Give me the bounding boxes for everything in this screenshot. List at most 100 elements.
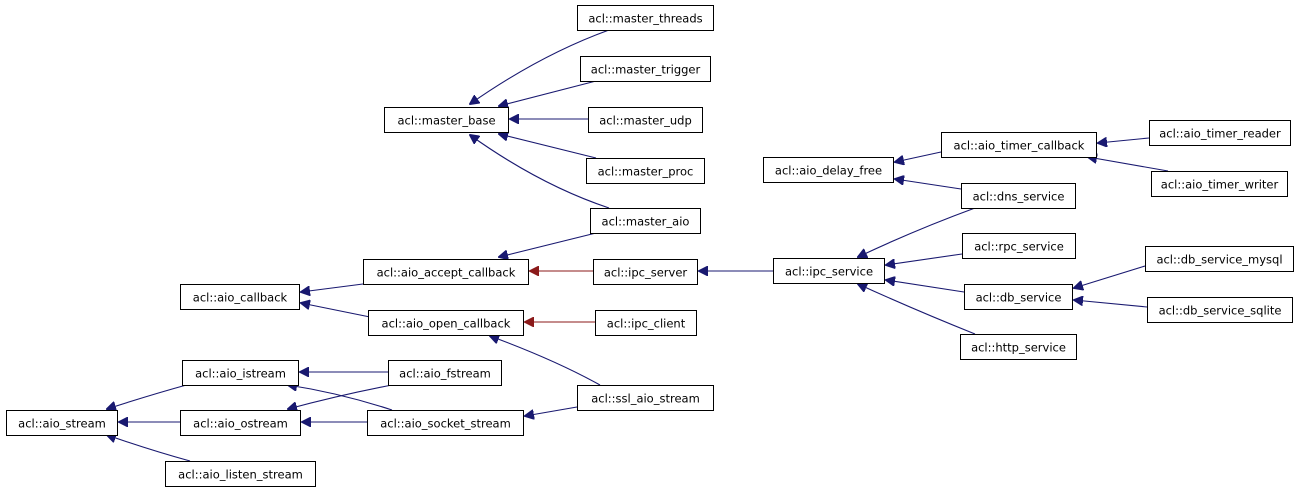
node-aio-delay-free[interactable]: acl::aio_delay_free — [763, 157, 894, 183]
node-aio-open-callback[interactable]: acl::aio_open_callback — [368, 310, 524, 336]
node-label: acl::aio_timer_callback — [954, 139, 1085, 153]
node-label: acl::aio_istream — [195, 367, 286, 381]
node-label: acl::ipc_service — [785, 265, 873, 279]
node-label: acl::db_service — [976, 291, 1062, 305]
edge-aio-timer-reader-to-aio-timer-callback — [1098, 138, 1150, 143]
node-box — [590, 208, 701, 234]
node-label: acl::aio_socket_stream — [380, 417, 511, 431]
node-rpc-service[interactable]: acl::rpc_service — [962, 233, 1076, 259]
node-box — [586, 158, 705, 184]
node-label: acl::http_service — [971, 341, 1066, 355]
edge-aio-istream-to-aio-stream — [107, 383, 191, 409]
node-label: acl::aio_fstream — [399, 367, 491, 381]
node-master-proc[interactable]: acl::master_proc — [586, 158, 705, 184]
node-aio-istream[interactable]: acl::aio_istream — [182, 360, 299, 386]
node-aio-stream[interactable]: acl::aio_stream — [6, 410, 118, 436]
node-aio-ostream[interactable]: acl::aio_ostream — [180, 410, 301, 436]
node-master-udp[interactable]: acl::master_udp — [588, 107, 703, 133]
node-master-trigger[interactable]: acl::master_trigger — [580, 56, 711, 82]
edge-http-service-to-ipc-service — [858, 284, 976, 335]
node-ssl-aio-stream[interactable]: acl::ssl_aio_stream — [577, 385, 714, 411]
edge-ssl-aio-stream-to-aio-open-callback — [490, 336, 601, 386]
node-label: acl::aio_callback — [193, 291, 288, 305]
node-master-base[interactable]: acl::master_base — [384, 107, 509, 133]
node-ipc-service[interactable]: acl::ipc_service — [773, 258, 885, 284]
node-box — [367, 410, 524, 436]
node-box — [1145, 246, 1294, 272]
node-label: acl::aio_timer_writer — [1161, 178, 1279, 192]
edge-aio-accept-callback-to-aio-callback — [301, 283, 364, 292]
edge-aio-socket-stream-to-aio-istream — [288, 385, 393, 411]
edge-rpc-service-to-ipc-service — [886, 253, 963, 265]
node-label: acl::master_base — [397, 114, 495, 128]
edge-aio-listen-stream-to-aio-stream — [107, 435, 191, 462]
node-label: acl::aio_accept_callback — [377, 266, 516, 280]
node-aio-timer-reader[interactable]: acl::aio_timer_reader — [1149, 120, 1291, 146]
node-aio-fstream[interactable]: acl::aio_fstream — [388, 360, 502, 386]
node-box — [763, 157, 894, 183]
node-db-service-mysql[interactable]: acl::db_service_mysql — [1145, 246, 1294, 272]
edge-master-trigger-to-master-base — [499, 80, 597, 106]
node-dns-service[interactable]: acl::dns_service — [961, 183, 1076, 209]
nodes-layer: acl::master_threadsacl::master_triggerac… — [6, 5, 1294, 487]
node-master-threads[interactable]: acl::master_threads — [577, 5, 714, 31]
node-label: acl::master_udp — [599, 114, 692, 128]
node-label: acl::aio_ostream — [193, 417, 288, 431]
node-ipc-client[interactable]: acl::ipc_client — [595, 310, 697, 336]
edge-db-service-to-ipc-service — [886, 280, 965, 293]
node-box — [577, 5, 714, 31]
node-box — [961, 183, 1076, 209]
edge-aio-timer-writer-to-aio-timer-callback — [1088, 157, 1169, 172]
node-box — [941, 132, 1097, 158]
node-http-service[interactable]: acl::http_service — [960, 334, 1077, 360]
edges-layer — [107, 29, 1169, 462]
node-label: acl::db_service_sqlite — [1159, 304, 1282, 318]
edge-db-service-mysql-to-db-service — [1074, 265, 1146, 288]
node-box — [962, 233, 1076, 259]
node-label: acl::aio_stream — [18, 417, 106, 431]
node-aio-accept-callback[interactable]: acl::aio_accept_callback — [363, 259, 529, 285]
node-label: acl::ssl_aio_stream — [591, 392, 700, 406]
node-box — [577, 385, 714, 411]
edge-aio-timer-callback-to-aio-delay-free — [895, 151, 942, 162]
node-label: acl::ipc_server — [604, 266, 688, 280]
node-box — [180, 410, 301, 436]
node-aio-timer-callback[interactable]: acl::aio_timer_callback — [941, 132, 1097, 158]
node-label: acl::aio_delay_free — [775, 164, 882, 178]
node-box — [1149, 120, 1291, 146]
node-box — [388, 360, 502, 386]
node-box — [960, 334, 1077, 360]
node-master-aio[interactable]: acl::master_aio — [590, 208, 701, 234]
node-box — [180, 284, 300, 310]
node-box — [1151, 171, 1288, 197]
edge-master-aio-to-aio-accept-callback — [499, 232, 597, 257]
node-box — [165, 461, 316, 487]
node-aio-callback[interactable]: acl::aio_callback — [180, 284, 300, 310]
node-label: acl::master_trigger — [591, 63, 701, 77]
node-ipc-server[interactable]: acl::ipc_server — [593, 259, 698, 285]
edge-aio-open-callback-to-aio-callback — [301, 303, 371, 318]
node-aio-listen-stream[interactable]: acl::aio_listen_stream — [165, 461, 316, 487]
node-db-service[interactable]: acl::db_service — [964, 284, 1073, 310]
node-label: acl::master_aio — [602, 215, 690, 229]
node-box — [773, 258, 885, 284]
node-box — [182, 360, 299, 386]
node-aio-socket-stream[interactable]: acl::aio_socket_stream — [367, 410, 524, 436]
edge-dns-service-to-aio-delay-free — [895, 179, 962, 190]
edge-master-aio-to-master-base — [470, 135, 610, 209]
node-box — [593, 259, 698, 285]
node-box — [384, 107, 509, 133]
node-box — [964, 284, 1073, 310]
node-db-service-sqlite[interactable]: acl::db_service_sqlite — [1147, 297, 1293, 323]
edge-master-proc-to-master-base — [499, 134, 597, 159]
node-label: acl::master_proc — [598, 165, 694, 179]
edge-aio-fstream-to-aio-ostream — [288, 384, 393, 409]
edge-dns-service-to-ipc-service — [858, 207, 976, 257]
node-aio-timer-writer[interactable]: acl::aio_timer_writer — [1151, 171, 1288, 197]
edge-ssl-aio-stream-to-aio-socket-stream — [525, 406, 578, 416]
edge-master-threads-to-master-base — [470, 29, 610, 104]
node-label: acl::aio_timer_reader — [1159, 127, 1281, 141]
node-label: acl::db_service_mysql — [1156, 253, 1282, 267]
node-label: acl::aio_listen_stream — [178, 468, 303, 482]
